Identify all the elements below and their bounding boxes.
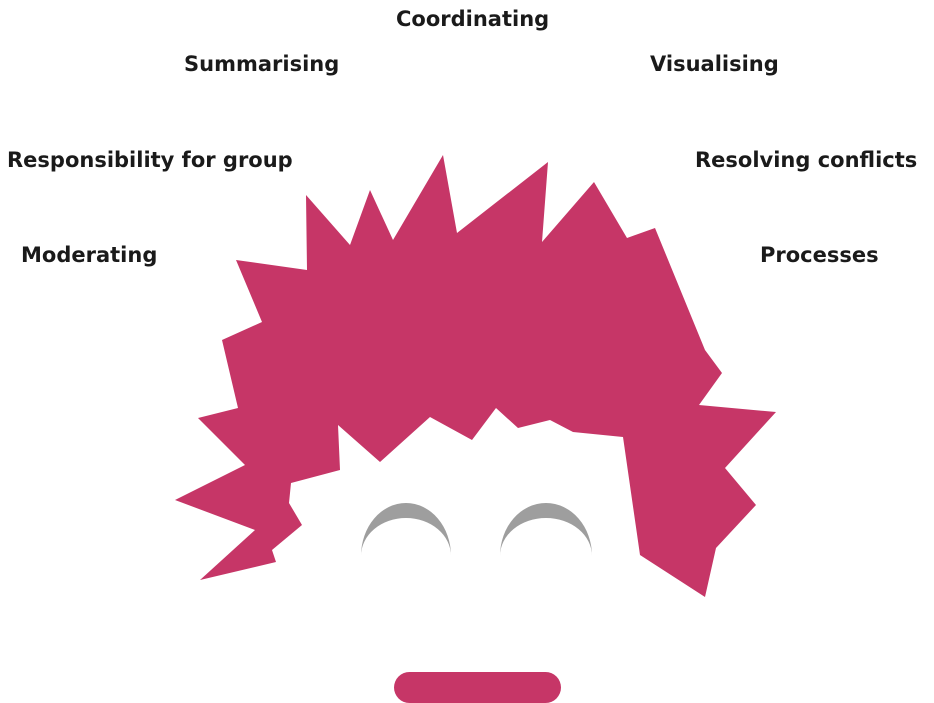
left-eye-icon bbox=[361, 503, 451, 556]
spiky-hair-icon bbox=[175, 155, 776, 597]
label-visualising: Visualising bbox=[650, 52, 779, 76]
label-resolving-conflicts: Resolving conflicts bbox=[695, 148, 918, 172]
right-eye-icon bbox=[500, 503, 592, 556]
label-responsibility-for-group: Responsibility for group bbox=[7, 148, 293, 172]
mouth-icon bbox=[394, 672, 561, 703]
label-moderating: Moderating bbox=[21, 243, 158, 267]
label-summarising: Summarising bbox=[184, 52, 340, 76]
label-coordinating: Coordinating bbox=[396, 7, 550, 31]
label-processes: Processes bbox=[760, 243, 879, 267]
